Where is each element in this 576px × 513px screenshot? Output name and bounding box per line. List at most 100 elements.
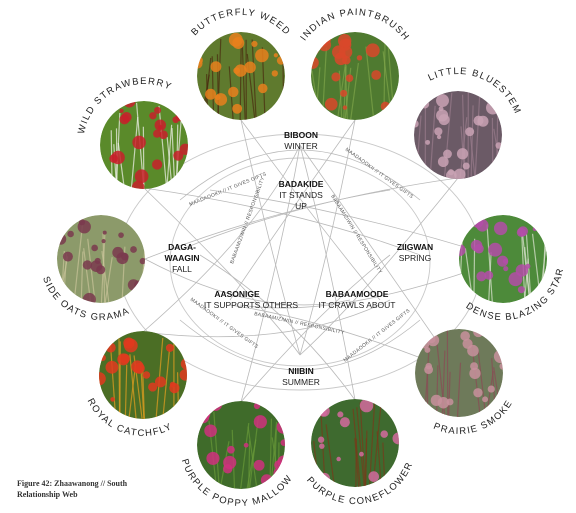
plant-blossom <box>469 367 481 380</box>
plant-stem <box>325 424 336 487</box>
plant-photo-indian-paintbrush <box>311 32 399 120</box>
plant-blossom <box>318 38 332 52</box>
plant-blossom <box>447 169 455 176</box>
plant-blossom <box>274 406 285 420</box>
plant-photo-prairie-smoke <box>415 329 503 417</box>
plant-blossom <box>214 93 228 106</box>
plant-blossom <box>473 388 483 398</box>
plant-blossom <box>243 442 249 448</box>
plant-blossom <box>456 148 469 160</box>
plant-blossom <box>503 266 509 272</box>
plant-blossom <box>485 100 500 115</box>
plant-blossom <box>420 94 426 100</box>
plant-photo-royal-catchfly <box>99 331 187 419</box>
plant-blossom <box>117 353 130 366</box>
plant-blossom <box>337 34 352 48</box>
plant-stem <box>359 402 366 487</box>
node-niibin: NIIBIN SUMMER <box>282 366 320 387</box>
node-dagawaagin-name-2: WAAGIN <box>165 253 200 263</box>
plant-blossom <box>133 362 145 374</box>
plant-blossom <box>345 74 354 82</box>
figure-caption-line-1: Figure 42: Zhaawanong // South <box>17 479 128 488</box>
plant-blossom <box>495 142 502 149</box>
plant-blossom <box>476 271 487 282</box>
node-ziigwan-name: ZIIGWAN <box>397 242 433 252</box>
plant-blossom <box>121 252 129 261</box>
plant-blossom <box>255 48 269 63</box>
plant-stem <box>240 422 250 489</box>
plant-stem <box>162 349 171 419</box>
plant-blossom <box>424 365 433 374</box>
plant-stem <box>356 407 365 487</box>
plant-blossom <box>57 233 67 245</box>
plant-stem <box>350 62 359 120</box>
plant-blossom <box>154 106 162 114</box>
plant-blossom <box>149 112 157 120</box>
plant-blossom <box>210 61 222 73</box>
plant-stem <box>474 92 481 179</box>
node-babaamoode-meaning: IT CRAWLS ABOUT <box>319 300 396 310</box>
plant-blossom <box>257 83 268 94</box>
plant-circles <box>57 32 547 489</box>
plant-blossom <box>99 372 106 386</box>
plant-stem <box>336 59 347 120</box>
plant-blossom <box>130 246 137 253</box>
plant-photo-little-bluestem <box>414 91 502 179</box>
plant-blossom <box>271 70 278 77</box>
plant-stem <box>477 350 487 417</box>
plant-blossom <box>443 149 452 159</box>
plant-blossom <box>311 411 316 417</box>
plant-blossom <box>205 88 217 100</box>
plant-blossom <box>173 178 188 189</box>
node-babaamoode: BABAAMOODE IT CRAWLS ABOUT <box>319 289 396 310</box>
plant-blossom <box>233 67 240 74</box>
plant-blossom <box>334 52 348 66</box>
plant-blossom <box>148 382 158 392</box>
plant-blossom <box>169 382 180 394</box>
plant-blossom <box>118 232 124 239</box>
plant-blossom <box>277 455 285 468</box>
plant-blossom <box>380 430 389 438</box>
plant-blossom <box>319 443 325 449</box>
plant-photo-purple-poppy-mallow <box>197 401 285 489</box>
plant-stem <box>73 222 84 303</box>
node-niibin-name: NIIBIN <box>288 366 314 376</box>
plant-blossom <box>482 396 489 403</box>
node-badakide-meaning-1: IT STANDS <box>279 190 323 200</box>
plant-blossom <box>223 464 233 474</box>
plant-stem <box>130 116 139 189</box>
plant-blossom <box>371 70 382 80</box>
plant-photo-side-oats-grama <box>57 215 145 303</box>
plant-blossom <box>517 286 525 294</box>
plant-blossom <box>311 43 320 56</box>
plant-blossom <box>339 417 350 428</box>
plant-blossom <box>159 130 168 140</box>
plant-blossom <box>91 244 98 252</box>
plant-blossom <box>232 37 245 49</box>
plant-blossom <box>62 251 73 262</box>
plant-blossom <box>82 292 96 303</box>
plant-blossom <box>476 219 489 232</box>
plant-blossom <box>540 215 547 222</box>
plant-stem <box>448 371 451 417</box>
plant-stem <box>456 362 462 417</box>
plant-blossom <box>109 154 118 163</box>
plant-blossom <box>336 456 341 462</box>
plant-blossom <box>154 376 167 388</box>
plant-blossom <box>484 270 494 280</box>
plant-blossom <box>318 405 330 417</box>
plant-blossom <box>273 53 278 58</box>
plant-blossom <box>121 112 132 123</box>
plant-stem <box>365 438 367 487</box>
plant-blossom <box>276 56 285 65</box>
plant-blossom <box>425 139 431 145</box>
plant-stem <box>365 46 375 120</box>
plant-blossom <box>446 398 454 406</box>
plant-stem <box>429 105 436 179</box>
edge-label-resp-bottom: BABAAMIZIWIN // RESPONSIBILITY <box>254 311 346 336</box>
plant-blossom <box>208 401 223 411</box>
edge-label-resp-upper-right: BABAAMIZIWIN // RESPONSIBILITY <box>329 194 383 276</box>
plant-blossom <box>368 471 380 482</box>
node-badakide-meaning-2: UP <box>295 201 307 211</box>
plant-blossom <box>165 343 174 352</box>
